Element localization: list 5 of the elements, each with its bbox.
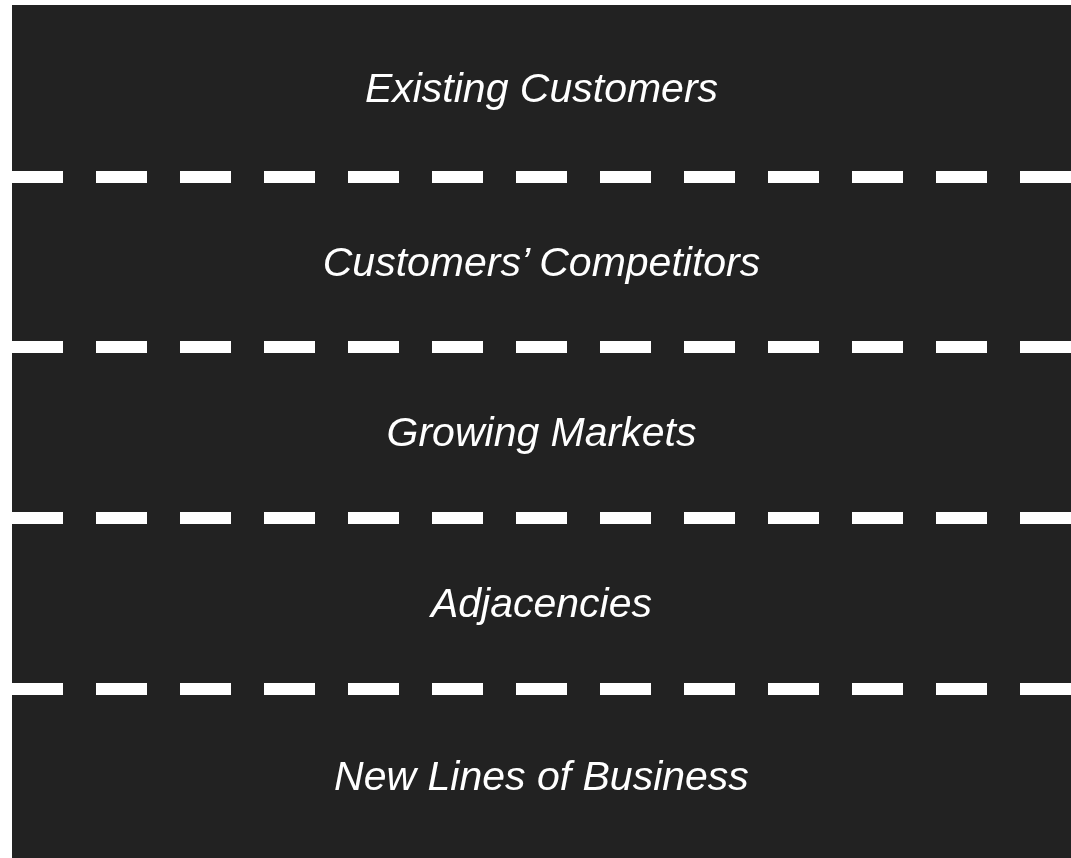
band-label: New Lines of Business	[334, 753, 749, 800]
band-label: Customers’ Competitors	[322, 238, 761, 286]
band-label: Growing Markets	[386, 409, 697, 456]
band-label: Adjacencies	[430, 580, 653, 627]
band-label: Existing Customers	[364, 64, 719, 112]
